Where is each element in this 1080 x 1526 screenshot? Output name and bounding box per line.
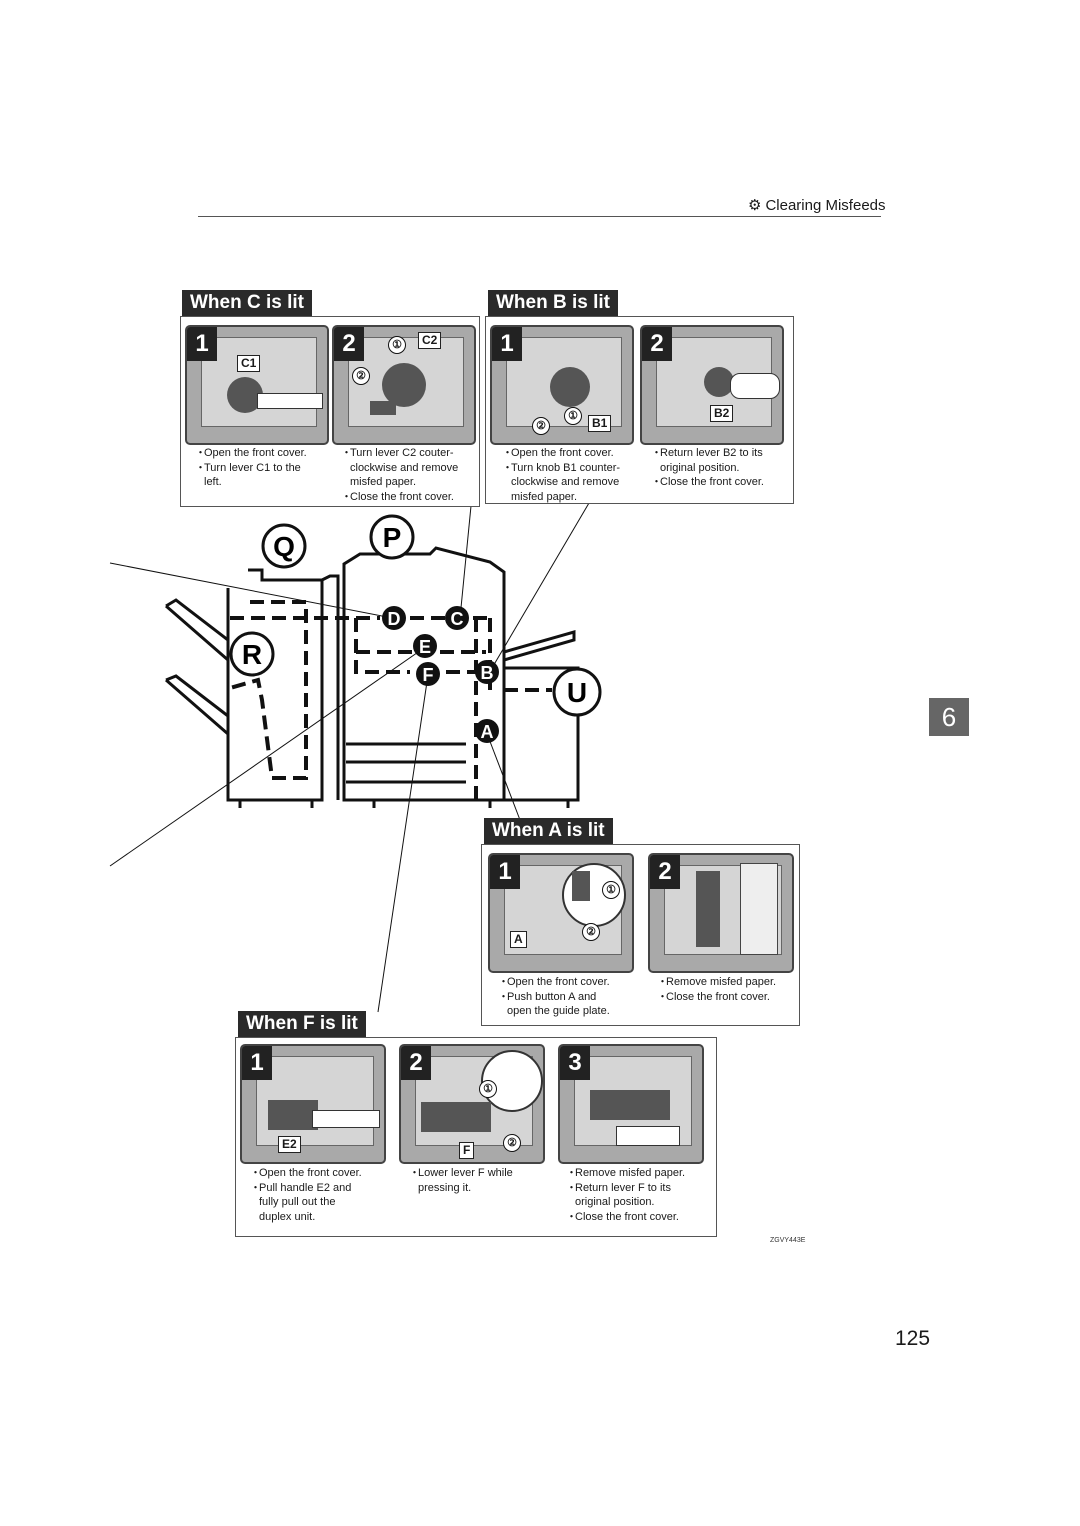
label-e: E [419,637,431,657]
a-step-1-text: ・Open the front cover. ・Push button A an… [498,976,610,1017]
f-step-3-number: 3 [560,1046,590,1080]
handle-e2-label: E2 [278,1136,301,1153]
label-p: P [383,522,402,553]
label-d: D [388,609,401,629]
f-step-2-illustration: 2 F ① ② [399,1044,545,1164]
location-r-marker [229,631,275,677]
a-step-2-illustration: 2 [648,853,794,973]
machine-location-labels: Q P R U D C E F B A [229,514,602,743]
f-step-1-number: 1 [242,1046,272,1080]
location-q-marker [261,523,307,569]
location-e-marker [413,634,437,658]
location-c-marker [445,606,469,630]
lever-b2-label: B2 [710,405,734,422]
c-step-2-marker-2: ② [352,367,370,385]
lever-c1-label: C1 [237,355,261,372]
header-title: Clearing Misfeeds [765,197,886,214]
a-step-1-number: 1 [490,855,520,889]
location-d-marker [382,606,406,630]
c-step-1-number: 1 [187,327,217,361]
knob-b1-label: B1 [588,415,612,432]
location-p-marker [369,514,415,560]
c-step-2-number: 2 [334,327,364,361]
paper-path [229,600,552,800]
f-step-3-text: ・Remove misfed paper. ・Return lever F to… [566,1167,686,1223]
section-a-title: When A is lit [484,818,613,844]
label-r: R [242,639,262,670]
page-number: 125 [895,1327,931,1350]
lever-c2-label: C2 [418,332,442,349]
b-step-1-illustration: 1 B1 ② ① [490,325,634,445]
f-step-2-marker-1: ① [479,1080,497,1098]
a-step-2-number: 2 [650,855,680,889]
label-b: B [481,663,494,683]
section-f-panel: 1 E2 2 F ① ② 3 ・Open the front cover. ・P… [235,1037,717,1237]
lever-f-label: F [459,1142,475,1159]
location-f-marker [416,662,440,686]
section-b-title: When B is lit [488,290,618,316]
c-step-1-text: ・Open the front cover. ・Turn lever C1 to… [195,447,307,488]
section-c-title: When C is lit [182,290,312,316]
wrench-paper-icon: ⚙ [748,197,762,214]
location-u-marker [552,667,602,717]
a-step-2-text: ・Remove misfed paper. ・Close the front c… [657,976,777,1003]
a-step-1-illustration: 1 A ① ② [488,853,634,973]
b-step-1-marker-2: ② [532,417,550,435]
c-step-2-text: ・Turn lever C2 couter- clockwise and rem… [341,447,459,503]
b-step-2-number: 2 [642,327,672,361]
label-a: A [481,722,494,742]
header-rule [198,216,881,217]
button-a-label: A [510,931,527,948]
location-a-marker [475,719,499,743]
label-u: U [567,677,587,708]
machine-outline [165,546,580,808]
running-header: ⚙Clearing Misfeeds [748,196,886,214]
label-q: Q [273,531,295,562]
a-step-1-marker-1: ① [602,881,620,899]
section-a-panel: 1 A ① ② 2 ・Open the front cover. ・Push b… [481,844,800,1026]
c-step-1-illustration: 1 C1 [185,325,329,445]
section-b-panel: 1 B1 ② ① 2 B2 ・Open the front cover. ・Tu… [485,316,794,504]
f-step-2-marker-2: ② [503,1134,521,1152]
c-step-2-marker-1: ① [388,336,406,354]
label-c: C [451,609,464,629]
label-f: F [423,665,434,685]
section-c-panel: 1 C1 2 C2 ① ② ・Open the front cover. ・Tu… [180,316,480,507]
b-step-1-text: ・Open the front cover. ・Turn knob B1 cou… [502,447,621,503]
b-step-1-number: 1 [492,327,522,361]
f-step-2-number: 2 [401,1046,431,1080]
b-step-1-marker-1: ① [564,407,582,425]
location-b-marker [475,660,499,684]
f-step-2-text: ・Lower lever F while pressing it. [409,1167,513,1194]
b-step-2-illustration: 2 B2 [640,325,784,445]
f-step-3-illustration: 3 [558,1044,704,1164]
section-f-title: When F is lit [238,1011,366,1037]
a-step-1-marker-2: ② [582,923,600,941]
b-step-2-text: ・Return lever B2 to its original positio… [651,447,764,488]
c-step-2-illustration: 2 C2 ① ② [332,325,476,445]
chapter-tab: 6 [929,698,969,736]
figure-code: ZGVY443E [770,1237,806,1244]
f-step-1-illustration: 1 E2 [240,1044,386,1164]
f-step-1-text: ・Open the front cover. ・Pull handle E2 a… [250,1167,362,1223]
